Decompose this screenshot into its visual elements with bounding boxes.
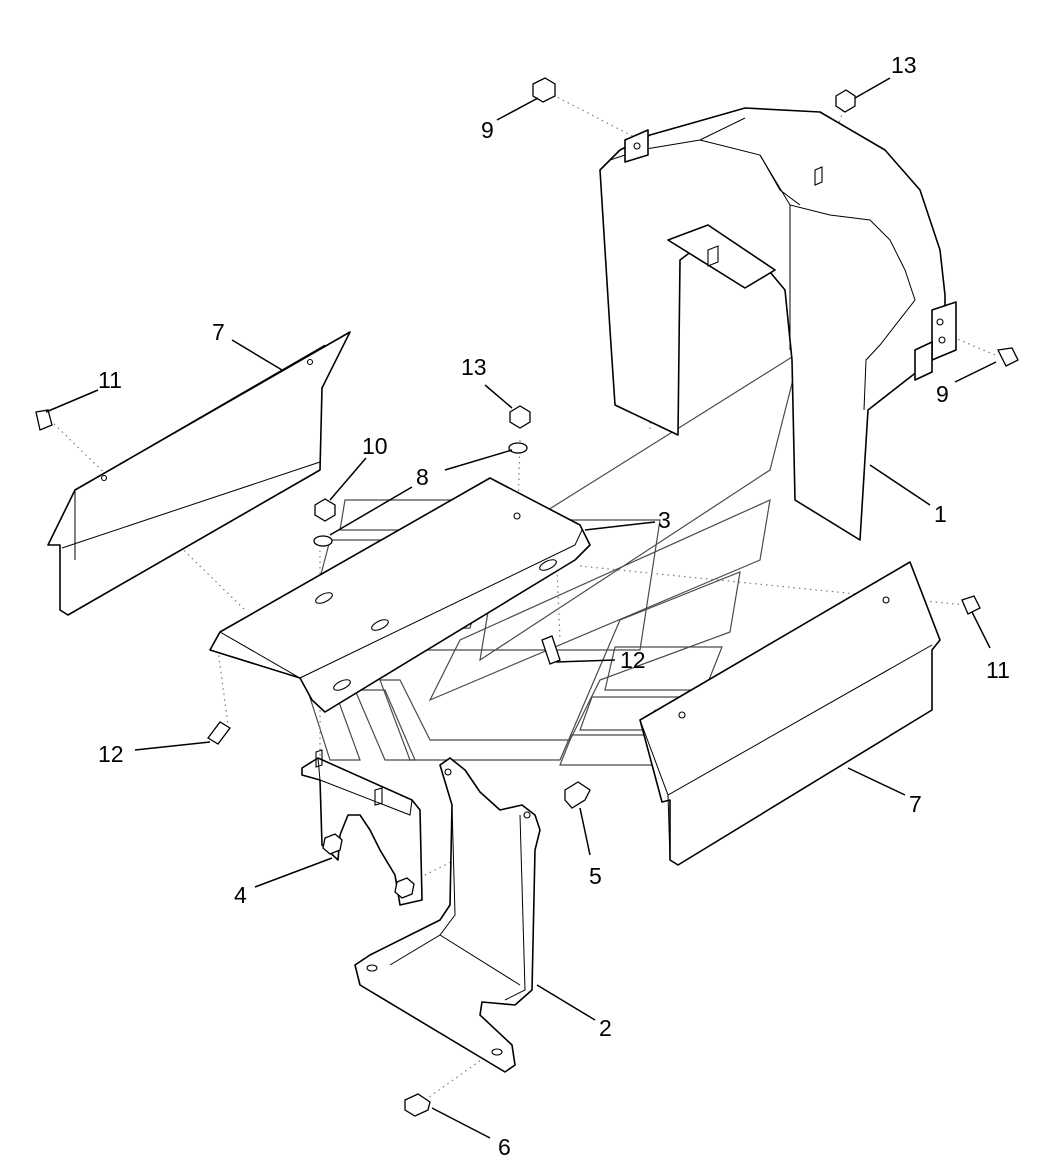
callout-7-left: 7 bbox=[212, 319, 225, 345]
callouts: 1 2 3 4 5 6 7 7 8 9 9 10 11 11 12 12 13 … bbox=[98, 52, 1010, 1160]
part-7-left-panel bbox=[47, 331, 351, 616]
callout-8: 8 bbox=[416, 464, 429, 490]
callout-12-left: 12 bbox=[98, 741, 124, 767]
callout-1: 1 bbox=[934, 501, 947, 527]
callout-13-middle: 13 bbox=[461, 354, 487, 380]
callout-7-right: 7 bbox=[909, 791, 922, 817]
callout-12-right: 12 bbox=[620, 647, 646, 673]
part-4-bracket bbox=[301, 749, 423, 906]
callout-9-top: 9 bbox=[481, 117, 494, 143]
callout-6: 6 bbox=[498, 1134, 511, 1160]
leader-lines bbox=[45, 77, 997, 1139]
callout-10: 10 bbox=[362, 433, 388, 459]
callout-11-left: 11 bbox=[98, 367, 122, 393]
callout-13-top: 13 bbox=[891, 52, 917, 78]
callout-11-right: 11 bbox=[986, 657, 1010, 683]
callout-2: 2 bbox=[599, 1015, 612, 1041]
callout-9-right: 9 bbox=[936, 381, 949, 407]
part-1-shroud bbox=[599, 107, 957, 541]
part-7-right-panel bbox=[639, 561, 941, 866]
part-3-plate bbox=[209, 477, 591, 713]
part-2-bracket bbox=[354, 757, 541, 1073]
callout-4: 4 bbox=[234, 882, 247, 908]
callout-5: 5 bbox=[589, 863, 602, 889]
callout-3: 3 bbox=[658, 507, 671, 533]
hardware bbox=[35, 77, 1019, 1117]
